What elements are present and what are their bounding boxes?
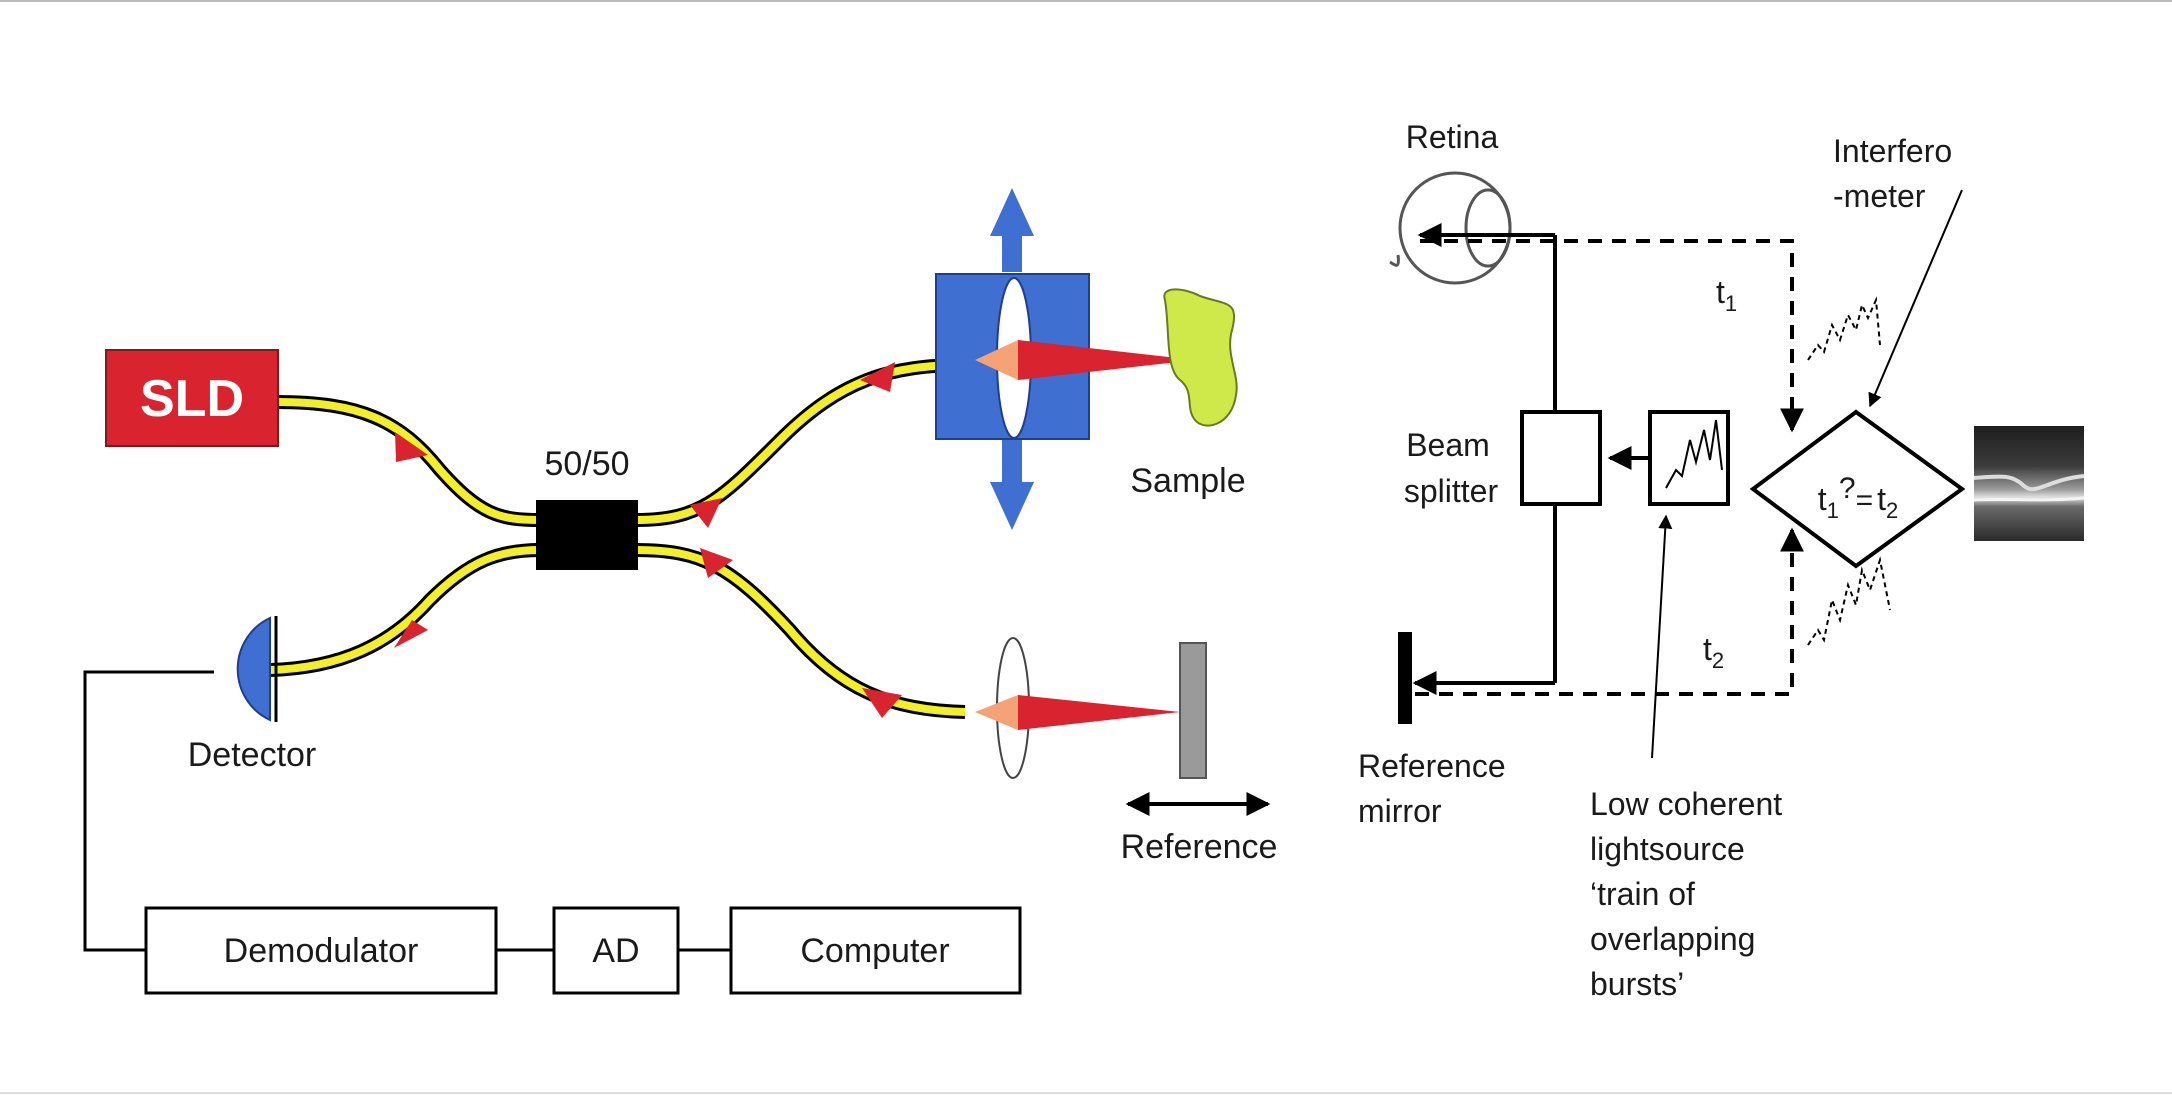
- path-t2-dashed: [1415, 527, 1804, 696]
- sample-beam-focus: [1018, 340, 1195, 380]
- beam-splitter-line2: splitter: [1404, 473, 1499, 509]
- detector-icon: [236, 616, 271, 722]
- reference-mirror-plate: [1398, 632, 1412, 724]
- retina-label: Retina: [1406, 119, 1499, 155]
- interferometer-pointer-arrow: [1868, 189, 1963, 408]
- reference-beam-focus: [1018, 695, 1180, 730]
- reference-mirror-line2: mirror: [1358, 793, 1442, 829]
- lightsource-line-1: Low coherent: [1590, 786, 1782, 822]
- fiber-arrow-1: [395, 432, 428, 462]
- fiber-source-to-coupler: [275, 395, 541, 527]
- sld-label: SLD: [140, 370, 244, 428]
- sample-object: [1163, 288, 1238, 427]
- fiber-coupler-to-detector: [269, 543, 541, 677]
- fiber-arrow-5: [860, 362, 895, 392]
- eye-icon: [1389, 171, 1512, 285]
- comparison-label: t1?=t2: [1818, 472, 1899, 523]
- demodulator-label: Demodulator: [224, 932, 419, 970]
- lightsource-line-2: lightsource: [1590, 831, 1745, 867]
- reference-beam-in: [975, 695, 1018, 730]
- lightsource-pointer-arrow: [1651, 514, 1673, 759]
- lightsource-line-3: ‘train of: [1590, 876, 1695, 912]
- computer-label: Computer: [800, 932, 949, 970]
- path-t1-dashed: [1420, 239, 1804, 433]
- burst-trace-lower: [1807, 556, 1891, 646]
- computer-box: [729, 906, 1022, 995]
- reference-mirror-line1: Reference: [1358, 748, 1506, 784]
- fiber-arrow-6: [862, 688, 902, 718]
- oct-scan-thumbnail: [1973, 426, 2085, 541]
- reference-mirror: [1179, 642, 1207, 779]
- beam-splitter-line1: Beam: [1406, 427, 1490, 463]
- demodulator-box: [144, 906, 498, 995]
- reference-label: Reference: [1121, 828, 1278, 866]
- t2-label: t2: [1703, 631, 1724, 673]
- scan-arrow-down-icon: [990, 440, 1034, 530]
- t1-label: t1: [1716, 274, 1737, 316]
- burst-trace-upper: [1807, 296, 1881, 361]
- right-interferometer: Retina Beam splitter Reference mirror Lo…: [1358, 119, 2085, 1002]
- interferometer-diamond: [1749, 409, 1966, 569]
- ad-box: [552, 906, 680, 995]
- interferometer-label-line1: Interfero: [1833, 133, 1952, 169]
- detector-label: Detector: [188, 736, 317, 774]
- detector-wire: [83, 670, 214, 952]
- lightsource-caption: Low coherent lightsource ‘train of overl…: [1590, 786, 1782, 1002]
- sample-beam-in: [975, 340, 1018, 380]
- fiber-arrow-3: [690, 498, 722, 528]
- beam-splitter-box: [1520, 410, 1602, 506]
- lightsource-line-5: bursts’: [1590, 966, 1684, 1002]
- fiber-coupler-to-reference: [635, 543, 966, 719]
- lightsource-signal-trace: [1665, 419, 1723, 489]
- reference-arm: Reference: [975, 637, 1278, 866]
- sld-source: SLD: [105, 349, 279, 447]
- sample-label: Sample: [1130, 462, 1245, 500]
- interferometer-label-line2: -meter: [1833, 178, 1926, 214]
- ad-label: AD: [592, 932, 639, 970]
- left-oct-setup: 50/50 SLD Sample: [83, 188, 1278, 995]
- fiber-coupler-to-sample: [635, 358, 966, 527]
- sample-arm: Sample: [935, 188, 1246, 530]
- fiber-arrow-2: [394, 620, 428, 648]
- scan-arrow-up-icon: [990, 188, 1034, 272]
- lightsource-line-4: overlapping: [1590, 921, 1755, 957]
- fiber-arrow-4: [700, 548, 733, 578]
- coupler-label: 50/50: [544, 445, 629, 483]
- detector: Detector: [188, 616, 317, 774]
- coupler-block: [536, 500, 638, 570]
